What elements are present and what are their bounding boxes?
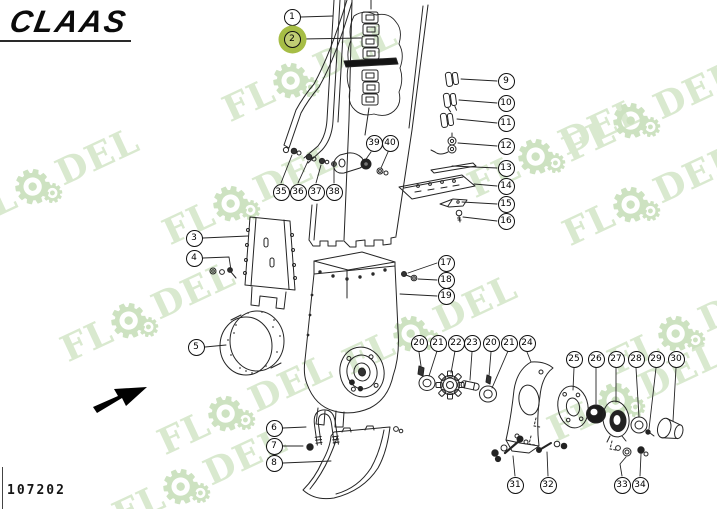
bolt-31 [491,435,524,463]
bolt-32 [528,435,568,453]
bearing-21b [479,385,497,403]
callout-30[interactable]: 30 [667,350,685,368]
chain-paddle [343,57,399,68]
flange-27 [602,400,630,443]
callout-1[interactable]: 1 [283,8,301,26]
u-bolt-6 [313,409,340,446]
bolt-17-18 [401,271,418,282]
callout-38[interactable]: 38 [325,183,343,201]
callout-21[interactable]: 21 [500,334,518,352]
callout-19[interactable]: 19 [437,287,455,305]
callout-4[interactable]: 4 [185,249,203,267]
callout-40[interactable]: 40 [381,134,399,152]
callout-36[interactable]: 36 [289,183,307,201]
bushing-30 [656,417,684,440]
bracket-15 [439,198,468,208]
clamp-10 [442,92,458,113]
callout-25[interactable]: 25 [565,350,583,368]
callout-13[interactable]: 13 [497,159,515,177]
chute-8 [302,425,404,500]
sprocket-22 [435,370,465,400]
bracket-39-40 [333,152,389,176]
callout-28[interactable]: 28 [627,350,645,368]
page-edge-mark [2,467,3,509]
plate-14 [398,174,476,200]
callout-16[interactable]: 16 [497,212,515,230]
direction-arrow [93,387,147,413]
callout-18[interactable]: 18 [437,271,455,289]
callout-2[interactable]: 2 [283,30,301,48]
callout-35[interactable]: 35 [272,183,290,201]
callout-12[interactable]: 12 [497,137,515,155]
callout-24[interactable]: 24 [518,334,536,352]
callout-27[interactable]: 27 [607,350,625,368]
bearing-26 [586,404,606,424]
callout-29[interactable]: 29 [647,350,665,368]
clamp-9 [444,71,460,87]
callout-37[interactable]: 37 [307,183,325,201]
nut-34 [637,446,649,457]
shaft-23 [460,380,480,391]
leader-lines [202,15,677,477]
housing-main [303,251,399,428]
chain [361,0,380,136]
bearing-21a [418,375,436,391]
callout-22[interactable]: 22 [447,334,465,352]
callout-26[interactable]: 26 [587,350,605,368]
blade-13 [430,162,477,174]
flange-25 [557,385,589,429]
nut-7 [306,443,314,451]
clamp-11 [439,112,455,128]
document-number: 107202 [7,483,66,498]
bolt-29 [645,429,655,437]
callout-33[interactable]: 33 [613,476,631,494]
hook-bolt-12 [430,132,457,155]
housing-bearing-face [339,346,385,398]
callout-31[interactable]: 31 [506,476,524,494]
logo-underline [0,40,131,42]
bracket-3 [243,216,297,310]
callout-3[interactable]: 3 [185,229,203,247]
callout-20[interactable]: 20 [410,334,428,352]
claas-logo: CLAAS [7,4,131,39]
washer-33 [609,440,632,457]
callout-11[interactable]: 11 [497,114,515,132]
panel-left [303,0,346,247]
callout-20[interactable]: 20 [482,334,500,352]
callout-39[interactable]: 39 [365,134,383,152]
callout-5[interactable]: 5 [187,338,205,356]
callout-14[interactable]: 14 [497,177,515,195]
callout-23[interactable]: 23 [463,334,481,352]
callout-10[interactable]: 10 [497,94,515,112]
callout-7[interactable]: 7 [265,437,283,455]
callout-32[interactable]: 32 [539,476,557,494]
callout-15[interactable]: 15 [497,195,515,213]
fasteners-35-38 [290,147,337,167]
callout-9[interactable]: 9 [497,72,515,90]
rod-handle [282,0,353,154]
callout-6[interactable]: 6 [265,419,283,437]
screw-16 [455,209,463,223]
callout-8[interactable]: 8 [265,454,283,472]
key-20b [485,374,492,385]
callout-21[interactable]: 21 [429,334,447,352]
callout-34[interactable]: 34 [631,476,649,494]
callout-17[interactable]: 17 [437,254,455,272]
